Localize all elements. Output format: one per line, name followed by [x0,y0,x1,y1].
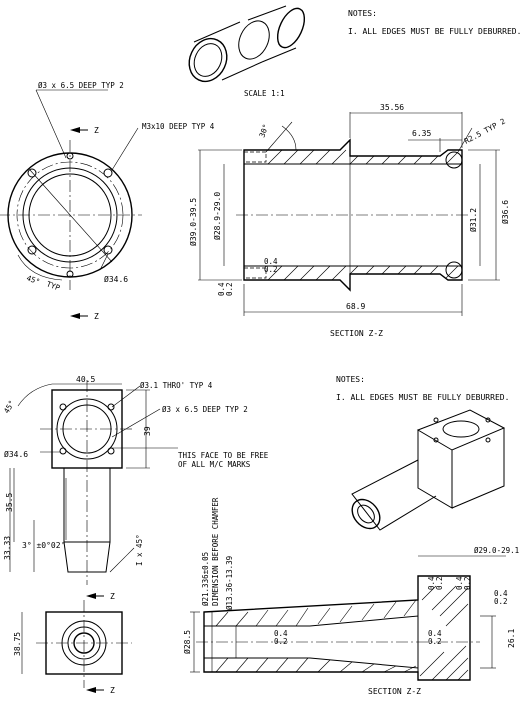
top-dim-39: Ø39.0-39.5 [188,198,198,246]
bottom-finish-b5: 0.2 [435,576,444,590]
top-section-label: SECTION Z-Z [330,329,383,338]
top-iso-view [188,5,306,83]
top-dim-6-35: 6.35 [412,129,431,138]
bottom-taper: 3° ±0°02' [22,541,65,550]
bottom-dim-39: 39 [143,426,152,436]
top-notes-title: NOTES: [348,9,377,18]
bottom-finish-b2: 0.2 [428,637,442,646]
bottom-dim-28-5: Ø28.5 [182,630,192,654]
bottom-z-lower: Z [110,686,115,695]
top-angle-45: 45° [25,273,41,286]
top-hole-dia: Ø3 x 6.5 DEEP TYP 2 [38,81,124,90]
top-dim-31-2: Ø31.2 [468,208,478,232]
top-angle-30: 30° [257,123,270,139]
bottom-plan-view [40,380,134,585]
bottom-face-note-2: OF ALL M/C MARKS [178,460,251,469]
bottom-finish-a2: 0.4 [428,629,442,638]
bottom-hole-dia: Ø3 x 6.5 DEEP TYP 2 [162,405,248,414]
bottom-notes-title: NOTES: [336,375,365,384]
bottom-z-upper: Z [110,592,115,601]
top-dim-36-6: Ø36.6 [500,200,510,224]
bottom-section-view [196,575,480,681]
bottom-finish-a4: 0.4 [455,576,464,590]
top-z-upper: Z [94,126,99,135]
bottom-dim-35-5: 35.5 [5,493,14,512]
bottom-finish-a3: 0.4 [494,589,508,598]
bottom-dim-13: Ø13.36-13.39 [225,556,234,610]
top-dim-r25: R2.5 TYP 2 [463,117,507,146]
bottom-dim-before: DIMENSION BEFORE CHAMFER [211,497,220,606]
bottom-finish-a1: 0.4 [274,629,288,638]
top-finish-b2: 0.2 [225,282,234,296]
bottom-dim-26-1: 26.1 [507,629,516,648]
top-scale: SCALE 1:1 [244,89,285,98]
top-typ: TYP [45,279,61,292]
top-end-view [0,140,142,290]
bottom-finish-a5: 0.4 [427,576,436,590]
bottom-section-label: SECTION Z-Z [368,687,421,696]
bottom-dim-21: Ø21.336±0.05 [201,552,210,606]
bottom-chamfer: I x 45° [135,534,144,566]
top-dim-28: Ø28.9-29.0 [212,192,222,240]
top-finish-a: 0.4 [264,257,278,266]
top-finish-a2: 0.4 [217,282,226,296]
bottom-pcd: Ø34.6 [4,449,28,459]
top-z-lower: Z [94,312,99,321]
bottom-finish-b4: 0.2 [463,576,472,590]
bottom-face-note-1: THIS FACE TO BE FREE [178,451,269,460]
top-finish-b: 0.2 [264,265,278,274]
bottom-dim-33-33: 33.33 [3,536,12,560]
top-note-1: I. ALL EDGES MUST BE FULLY DEBURRED. [348,27,521,36]
bottom-dim-38-75: 38.75 [13,632,22,656]
bottom-end-view [36,600,132,688]
bottom-finish-b1: 0.2 [274,637,288,646]
bottom-dim-40-5: 40.5 [76,375,95,384]
top-pcd: Ø34.6 [104,274,128,284]
top-dim-68-9: 68.9 [346,302,365,311]
bottom-finish-b3: 0.2 [494,597,508,606]
bottom-angle-45: 45° [2,399,17,415]
top-dim-35-56: 35.56 [380,103,404,112]
bottom-iso-view [351,409,506,531]
bottom-note-1: I. ALL EDGES MUST BE FULLY DEBURRED. [336,393,509,402]
bottom-dim-29-top: Ø29.0-29.1 [474,546,519,555]
top-thread: M3x10 DEEP TYP 4 [142,122,215,131]
bottom-thro: Ø3.1 THRO' TYP 4 [140,381,213,390]
top-section-view [236,138,470,292]
